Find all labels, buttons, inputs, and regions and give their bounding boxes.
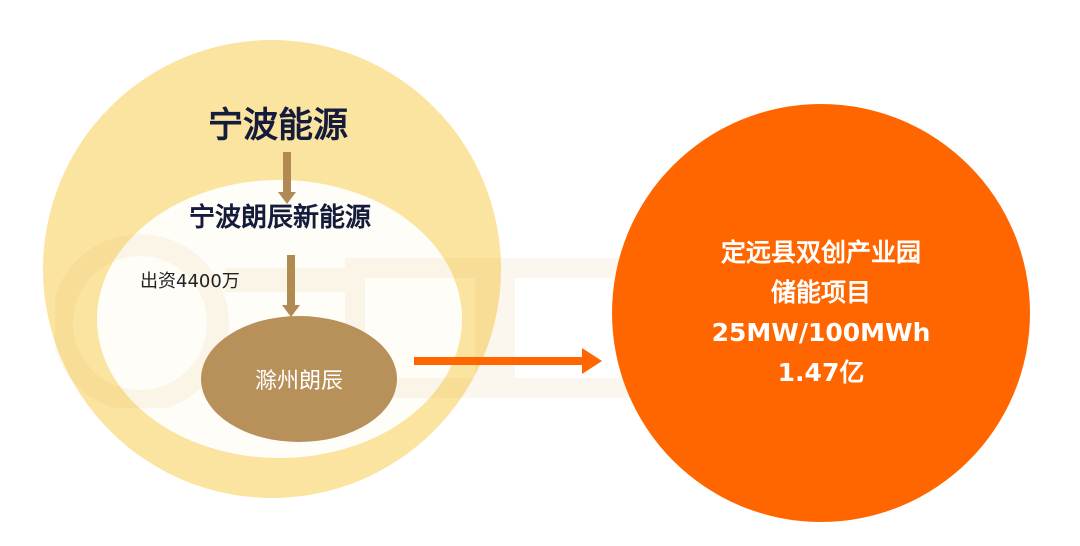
arrow-subsidiary-to-invested: [282, 255, 300, 317]
arrow-parent-to-subsidiary: [278, 152, 296, 204]
subsidiary-label: 宁波朗辰新能源: [188, 203, 371, 233]
invested-company-label: 滁州朗辰: [254, 369, 343, 394]
parent-company-label: 宁波能源: [207, 106, 348, 146]
invested-company-node: 滁州朗辰: [201, 316, 397, 442]
arrow-invested-to-project: [414, 348, 602, 374]
project-name-line1: 定远县双创产业园: [720, 238, 921, 267]
project-name-line2: 储能项目: [770, 278, 871, 307]
project-amount: 1.47亿: [777, 358, 865, 387]
investment-label: 出资4400万: [140, 271, 240, 292]
project-capacity: 25MW/100MWh: [711, 318, 931, 347]
project-node: 定远县双创产业园 储能项目 25MW/100MWh 1.47亿: [612, 104, 1030, 522]
